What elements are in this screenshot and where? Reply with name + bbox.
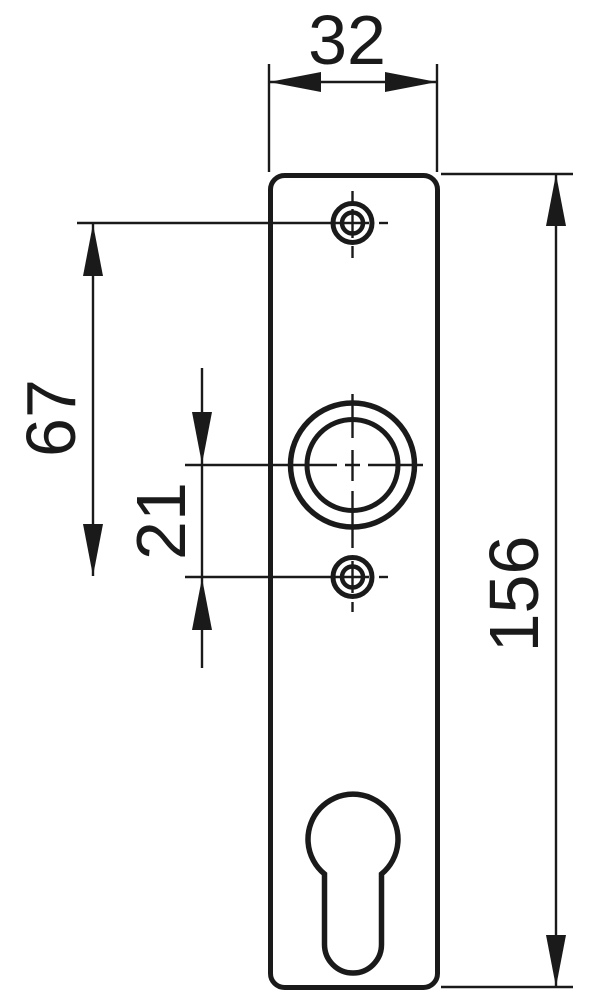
hub-offset-arrow-bottom <box>192 578 212 630</box>
height-arrow-top <box>546 174 566 226</box>
dimension-screw-spacing: 67 <box>12 221 369 576</box>
hub-offset-arrow-top <box>192 412 212 464</box>
width-arrow-left <box>269 72 321 92</box>
keyhole-outline <box>305 791 401 976</box>
height-arrow-bottom <box>546 935 566 987</box>
height-dimension-label: 156 <box>475 536 553 653</box>
hub-offset-dimension-label: 21 <box>122 482 200 560</box>
width-dimension-label: 32 <box>308 1 386 79</box>
screw-spacing-dimension-label: 67 <box>12 379 90 457</box>
handle-hub-hole <box>185 394 423 548</box>
bottom-screw-hole <box>185 555 388 612</box>
dimension-plate-height: 156 <box>441 172 573 989</box>
screw-spacing-arrow-top <box>83 224 103 276</box>
top-screw-hole <box>330 191 388 258</box>
euro-cylinder-keyhole <box>305 791 401 976</box>
plate-rect <box>268 173 440 990</box>
dimension-plate-width: 32 <box>267 1 439 172</box>
width-arrow-right <box>385 72 437 92</box>
plate-outline <box>268 173 440 990</box>
dimension-hub-offset: 21 <box>122 368 212 668</box>
screw-spacing-arrow-bottom <box>83 524 103 576</box>
